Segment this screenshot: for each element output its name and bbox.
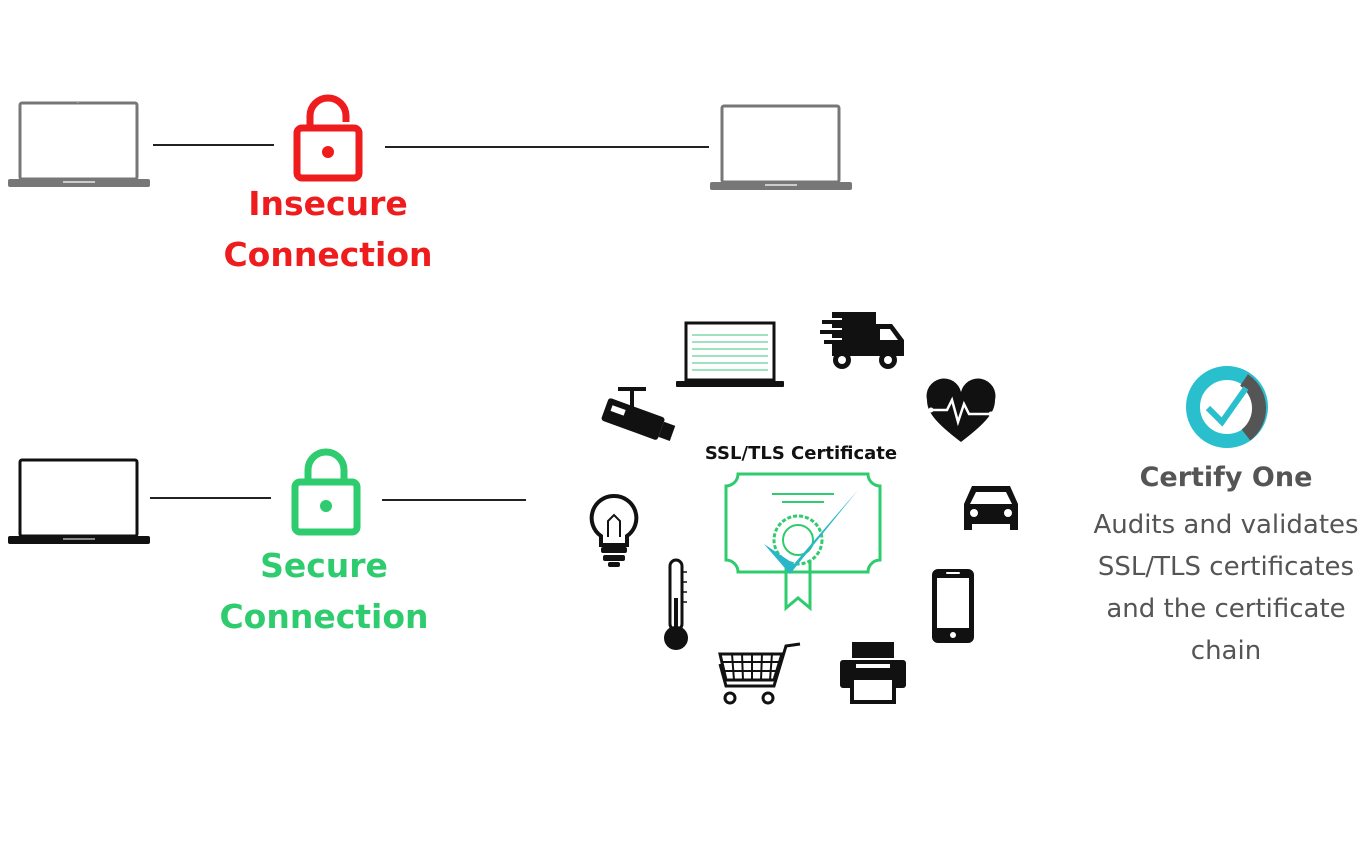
connector-line [382, 499, 526, 501]
laptop-icon [8, 101, 150, 187]
secure-label-line2: Connection [219, 597, 429, 636]
secure-label-line1: Secure [260, 546, 388, 585]
laptop-icon [710, 104, 852, 190]
brand-name: Certify One [1139, 462, 1313, 493]
connector-line [150, 497, 271, 499]
secure-connection-label: Secure Connection [196, 540, 452, 642]
insecure-connection-label: Insecure Connection [200, 178, 456, 280]
unlocked-padlock-icon [293, 94, 363, 182]
shopping-cart-icon [718, 642, 801, 705]
insecure-label-line1: Insecure [248, 184, 408, 223]
security-camera-icon [601, 387, 676, 441]
laptop-icon [8, 458, 150, 544]
certificate-title: SSL/TLS Certificate [704, 443, 898, 464]
insecure-label-line2: Connection [223, 235, 433, 274]
connector-line [385, 146, 709, 148]
connector-line [153, 144, 274, 146]
car-icon [964, 486, 1018, 530]
delivery-truck-icon [818, 312, 904, 369]
heart-rate-icon [926, 378, 996, 442]
laptop-icon [676, 321, 784, 387]
certificate-icon [724, 472, 882, 612]
locked-padlock-icon [291, 448, 361, 536]
light-bulb-icon [589, 493, 639, 567]
smartphone-icon [932, 569, 974, 643]
certify-one-logo-icon [1186, 366, 1268, 448]
brand-description: Audits and validates SSL/TLS certificate… [1093, 510, 1359, 666]
printer-icon [840, 642, 906, 704]
thermometer-icon [664, 558, 688, 650]
